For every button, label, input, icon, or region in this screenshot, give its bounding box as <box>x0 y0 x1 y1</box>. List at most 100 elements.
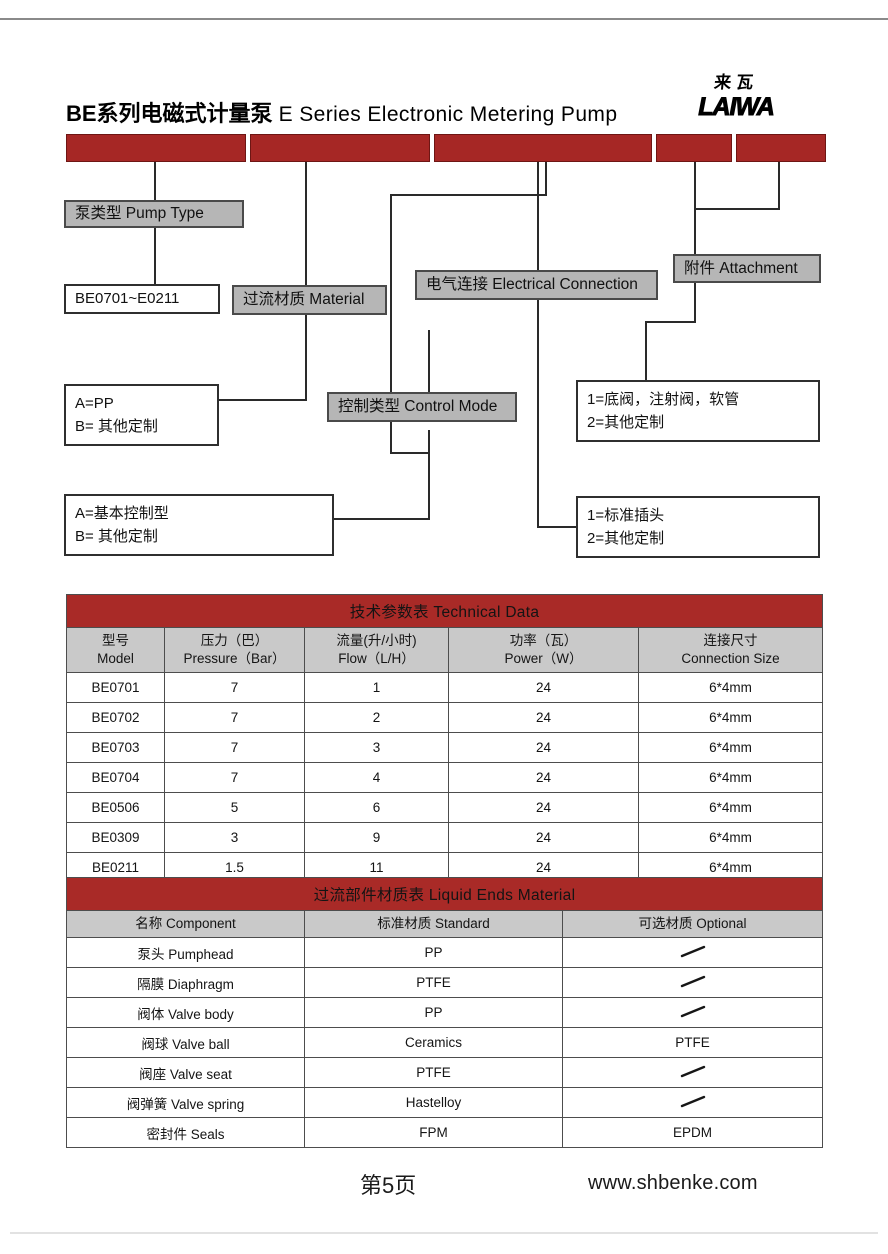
box-material-option-a: A=PP <box>75 394 114 412</box>
table-cell: 3 <box>164 822 305 854</box>
table-cell: 4 <box>304 762 449 794</box>
box-pump-type-values: BE0701~E0211 <box>64 284 220 314</box>
connector-material-down <box>305 315 307 399</box>
box-control-option-a: A=基本控制型 <box>75 504 169 522</box>
code-segment-5 <box>736 134 826 162</box>
box-material: 过流材质 Material <box>232 285 387 315</box>
cell-model: BE0703 <box>66 732 165 764</box>
code-segment-3 <box>434 134 652 162</box>
table-cell: 24 <box>448 672 639 704</box>
footer-website-url: www.shbenke.com <box>588 1172 758 1194</box>
connector-pumptype-models <box>154 228 156 284</box>
col-header-flow-en: Flow（L/H） <box>338 651 415 667</box>
table-cell: 6*4mm <box>637 672 824 704</box>
laiwa-logo: 来瓦 LAIWA <box>686 73 786 126</box>
liquid-ends-table: 过流部件材质表 Liquid Ends Material 名称 Componen… <box>66 877 823 1149</box>
connector-seg1-pumptype <box>154 162 156 200</box>
box-control-mode-label: 控制类型 Control Mode <box>338 398 498 415</box>
cell-model: BE0701 <box>66 672 165 704</box>
box-pump-type-values-label: BE0701~E0211 <box>75 290 180 308</box>
cell-component: 隔膜 Diaphragm <box>66 967 305 999</box>
table-cell: 7 <box>164 672 305 704</box>
box-pump-type-label: 泵类型 Pump Type <box>75 205 204 222</box>
col-header-flow-cn: 流量(升/小时) <box>336 633 417 648</box>
box-material-option-b: B= 其他定制 <box>75 418 158 435</box>
connector-attach-down <box>694 283 696 323</box>
col-header-connection-cn: 连接尺寸 <box>703 633 758 648</box>
connector-seg3-elec-d <box>390 452 430 454</box>
connector-seg2-material <box>305 162 307 285</box>
technical-data-table: 技术参数表 Technical Data 型号 Model 压力（巴） Pres… <box>65 594 824 884</box>
cell-component: 阀弹簧 Valve spring <box>66 1087 305 1119</box>
slash-icon <box>562 937 823 969</box>
table-cell: 1 <box>304 672 449 704</box>
table-cell: 7 <box>164 762 305 794</box>
box-attachment-label: 附件 Attachment <box>684 259 798 277</box>
table-cell: PTFE <box>562 1027 823 1059</box>
bottom-rule <box>10 1232 878 1234</box>
table-cell: 6*4mm <box>637 732 824 764</box>
connector-seg3-elec-a <box>545 162 547 196</box>
table-cell: 6*4mm <box>637 702 824 734</box>
connector-elec-spine-bottom <box>537 300 539 527</box>
table-cell: 6*4mm <box>637 792 824 824</box>
connector-seg5-down <box>778 162 780 210</box>
col-header-pressure-en: Pressure（Bar） <box>183 651 286 667</box>
table-cell: PP <box>304 937 563 969</box>
table-cell: 7 <box>164 702 305 734</box>
col-header-flow: 流量(升/小时) Flow（L/H） <box>304 626 449 674</box>
table-cell: PTFE <box>304 967 563 999</box>
code-segment-1 <box>66 134 246 162</box>
connector-elec-right <box>537 526 577 528</box>
liquid-ends-header-row: 名称 Component 标准材质 Standard 可选材质 Optional <box>66 909 823 939</box>
cell-model: BE0309 <box>66 822 165 854</box>
table-cell: PP <box>304 997 563 1029</box>
box-electrical-connection-label: 电气连接 Electrical Connection <box>426 276 638 293</box>
col-header-connection: 连接尺寸 Connection Size <box>637 626 824 674</box>
table-cell: 6*4mm <box>637 822 824 854</box>
box-control-options: A=基本控制型 B= 其他定制 <box>64 494 334 556</box>
page-title-cn: BE系列电磁式计量泵 <box>66 101 273 126</box>
col-header-power-en: Power（W） <box>504 651 583 667</box>
slash-icon <box>562 967 823 999</box>
page-title-en: E Series Electronic Metering Pump <box>278 103 618 126</box>
code-segment-2 <box>250 134 430 162</box>
connector-attach-left <box>645 321 696 323</box>
col-header-pressure: 压力（巴） Pressure（Bar） <box>164 626 305 674</box>
liquid-ends-title: 过流部件材质表 Liquid Ends Material <box>66 877 823 911</box>
connector-seg5-left <box>694 208 780 210</box>
box-attachment-option-2: 2=其他定制 <box>587 414 665 431</box>
table-cell: 24 <box>448 732 639 764</box>
box-electrical-option-1: 1=标准插头 <box>587 506 665 524</box>
cell-model: BE0704 <box>66 762 165 794</box>
col-header-connection-en: Connection Size <box>681 651 780 667</box>
box-pump-type: 泵类型 Pump Type <box>64 200 244 228</box>
table-cell: 24 <box>448 702 639 734</box>
technical-data-header-row: 型号 Model 压力（巴） Pressure（Bar） 流量(升/小时) Fl… <box>66 626 824 674</box>
table-cell: 2 <box>304 702 449 734</box>
cell-model: BE0506 <box>66 792 165 824</box>
box-control-mode: 控制类型 Control Mode <box>327 392 517 422</box>
table-cell: 9 <box>304 822 449 854</box>
box-attachment-option-1: 1=底阀，注射阀，软管 <box>587 390 740 408</box>
cell-model: BE0702 <box>66 702 165 734</box>
cell-component: 阀体 Valve body <box>66 997 305 1029</box>
code-segment-4 <box>656 134 732 162</box>
box-material-options: A=PP B= 其他定制 <box>64 384 219 446</box>
table-cell: Hastelloy <box>304 1087 563 1119</box>
box-control-option-b: B= 其他定制 <box>75 528 158 545</box>
table-cell: 24 <box>448 762 639 794</box>
connector-seg3-elec-b <box>390 194 547 196</box>
col-header-model-en: Model <box>97 651 134 667</box>
